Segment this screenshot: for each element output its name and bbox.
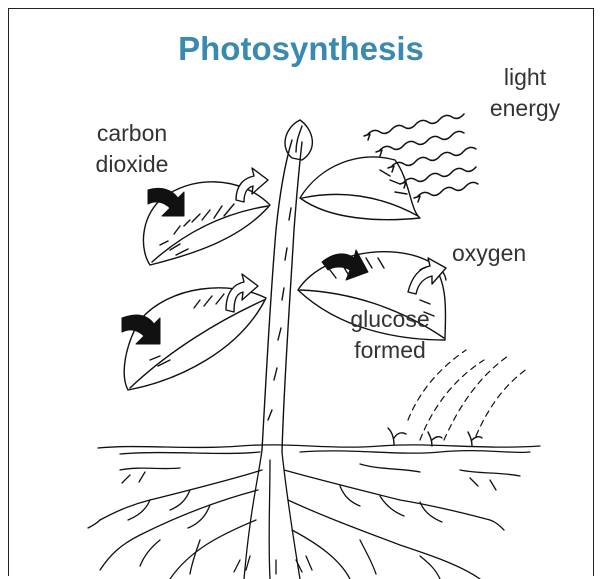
label-light-energy: light energy — [470, 62, 580, 124]
leaf-upper-right — [300, 157, 420, 220]
label-glucose-formed: glucose formed — [330, 304, 450, 366]
label-oxygen-text: oxygen — [452, 238, 552, 269]
sprouts — [388, 428, 482, 446]
label-carbon-dioxide: carbon dioxide — [72, 118, 192, 180]
label-light-line1: light — [470, 62, 580, 93]
label-glucose-line1: glucose — [330, 304, 450, 335]
label-carbon-line2: dioxide — [72, 149, 192, 180]
label-light-line2: energy — [470, 93, 580, 124]
light-rays — [364, 114, 478, 202]
roots — [88, 450, 520, 579]
plant-stem — [262, 140, 302, 452]
label-oxygen: oxygen — [452, 238, 552, 269]
oxygen-arrows — [226, 168, 446, 312]
top-bud — [285, 120, 312, 160]
label-glucose-line2: formed — [330, 335, 450, 366]
label-carbon-line1: carbon — [72, 118, 192, 149]
ground-line — [98, 445, 540, 454]
